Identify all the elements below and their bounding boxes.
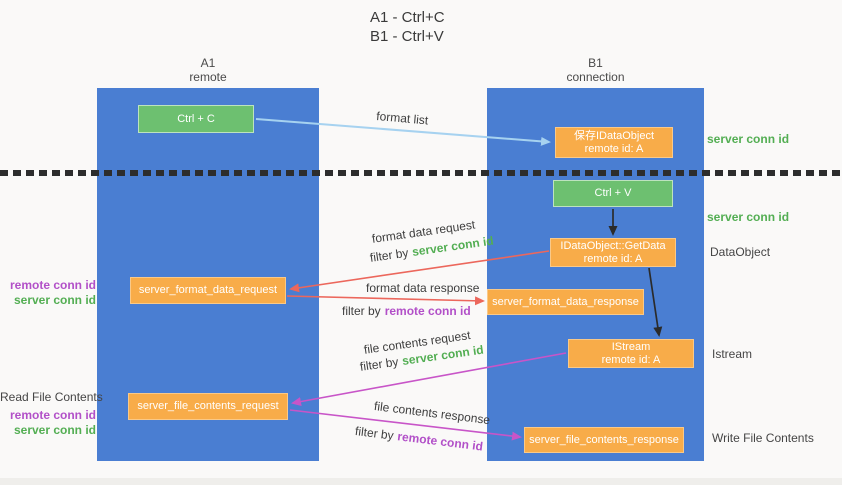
node-ctrl-v: Ctrl + V [553,180,673,207]
edge-label-format-data-response: format data response [366,281,480,295]
edge-label-file-contents-response: file contents response [373,399,491,428]
lane-a1-role: remote [189,70,227,84]
node-istream: IStream remote id: A [568,339,694,368]
side-label-server-conn-id-top: server conn id [707,132,790,146]
side-label-conn-ids-1: remote conn id server conn id [0,278,96,308]
node-istream-line2: remote id: A [601,353,661,366]
machine-boundary-dotted-line [0,170,842,176]
node-format-response-label: server_format_data_response [492,295,639,308]
node-save-idataobject-line2: remote id: A [584,142,644,155]
lane-header-a1: A1 remote [97,56,319,84]
remote-conn-id-label: remote conn id [9,408,96,422]
server-conn-id-label: server conn id [13,293,96,307]
node-server-file-contents-request: server_file_contents_request [128,393,288,420]
node-server-file-contents-response: server_file_contents_response [524,427,684,453]
node-istream-line1: IStream [611,340,651,353]
node-ctrl-v-label: Ctrl + V [594,187,632,199]
side-label-conn-ids-2: remote conn id server conn id [0,408,96,438]
filter-by-text: filter by [359,354,400,374]
node-idataobject-getdata: IDataObject::GetData remote id: A [550,238,676,267]
remote-conn-id-text: remote conn id [396,429,484,454]
side-label-server-conn-id-mid: server conn id [707,210,790,224]
filter-by-text: filter by [342,304,381,318]
node-getdata-line2: remote id: A [583,252,643,265]
title-line-2: B1 - Ctrl+V [370,28,444,45]
node-getdata-line1: IDataObject::GetData [560,239,666,252]
footer-strip [0,478,842,485]
side-label-istream: Istream [712,347,753,361]
diagram-title: A1 - Ctrl+C B1 - Ctrl+V [370,8,445,46]
edge-label-format-list: format list [375,109,429,128]
node-save-idataobject-line1: 保存IDataObject [573,129,655,142]
lane-b1-role: connection [566,70,625,84]
side-label-write-file-contents: Write File Contents [712,431,814,445]
node-save-idataobject: 保存IDataObject remote id: A [555,127,673,158]
lane-b1-name: B1 [588,56,603,70]
node-file-response-label: server_file_contents_response [529,433,679,446]
remote-conn-id-label: remote conn id [9,278,96,292]
node-server-format-data-request: server_format_data_request [130,277,286,304]
node-ctrl-c: Ctrl + C [138,105,254,133]
title-line-1: A1 - Ctrl+C [370,9,445,26]
node-format-request-label: server_format_data_request [138,284,278,296]
server-conn-id-label: server conn id [13,423,96,437]
filter-by-text: filter by [369,245,410,265]
side-label-read-file-contents: Read File Contents [0,390,103,404]
node-server-format-data-response: server_format_data_response [487,289,644,315]
remote-conn-id-text: remote conn id [384,304,471,318]
filter-by-text: filter by [354,424,395,443]
lane-header-b1: B1 connection [487,56,704,84]
side-label-dataobject: DataObject [710,245,771,259]
lane-a1-name: A1 [200,56,216,70]
node-ctrl-c-label: Ctrl + C [177,112,215,125]
node-file-request-label: server_file_contents_request [137,400,279,412]
